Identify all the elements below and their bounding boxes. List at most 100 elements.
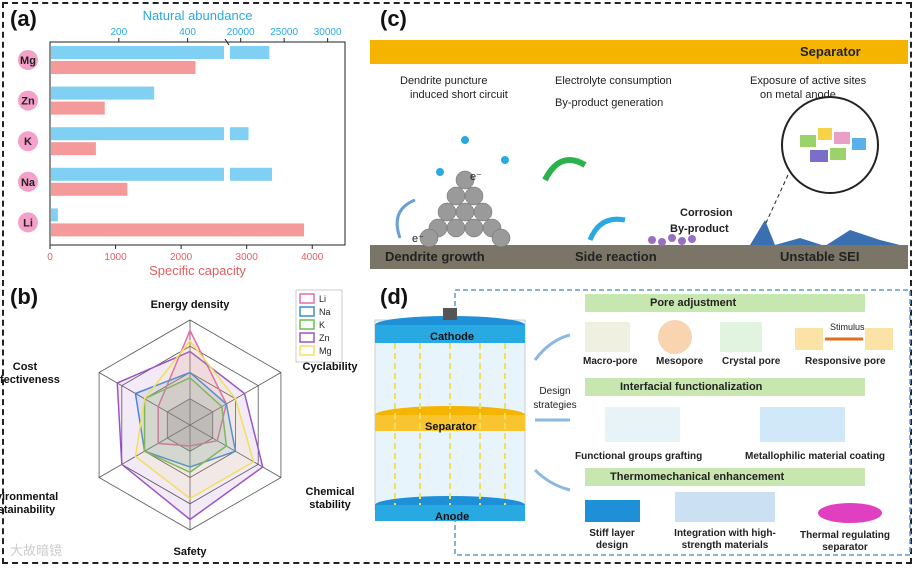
- unstable-sei: [750, 220, 900, 246]
- functional-groups-img: [605, 407, 680, 442]
- header-bars: [585, 294, 865, 486]
- legend-swatch: [299, 306, 315, 317]
- legend-swatch: [299, 332, 315, 343]
- terminal: [443, 308, 457, 320]
- legend-swatch: [299, 345, 315, 356]
- macro-pore-img: [585, 322, 630, 352]
- responsive-pore-img: [795, 328, 823, 350]
- legend-label: Mg: [319, 346, 332, 356]
- top-axis-label: Natural abundance: [143, 8, 253, 23]
- abundance-bar: [51, 86, 155, 100]
- mesopore-img: [658, 320, 692, 354]
- x-tick-label: 4000: [301, 252, 324, 263]
- dendrite-spheres: [419, 170, 511, 248]
- legend-swatch: [299, 293, 315, 304]
- thermo-integration: Integration with high-strength materials: [674, 528, 776, 551]
- pore-meso: Mesopore: [656, 356, 704, 367]
- pore-crystal: Crystal pore: [722, 356, 781, 367]
- abundance-bar: [51, 127, 224, 141]
- byproduct-particles: [648, 234, 696, 246]
- top-tick-label: 400: [179, 27, 196, 38]
- stiff-layer-img: [585, 500, 640, 522]
- watermark: 大故暗镜: [10, 543, 63, 558]
- legend-label: Na: [319, 307, 331, 317]
- bullet-exposure-1: Exposure of active sites: [750, 75, 867, 87]
- separator-bar: [370, 40, 908, 64]
- radar-axis-label: Cost: [13, 361, 38, 373]
- element-badge: [18, 171, 38, 192]
- thermo-thermal: Thermal regulating separator: [799, 530, 890, 553]
- legend-swatch: [299, 319, 315, 330]
- design-arrows: [533, 333, 571, 492]
- legend-label: Zn: [319, 333, 330, 343]
- abundance-bar: [230, 127, 249, 141]
- panel-label-d: (d): [380, 284, 409, 309]
- radar-axis-label: Energy density: [151, 299, 231, 311]
- high-strength-img: [675, 492, 775, 522]
- radar-axis-label: stability: [309, 499, 351, 511]
- abundance-bar: [51, 167, 224, 181]
- legend-label: K: [319, 320, 325, 330]
- radar-series-Mg: [134, 339, 255, 500]
- pore-responsive: Responsive pore: [805, 356, 886, 367]
- separator-label: Separator: [800, 44, 861, 59]
- abundance-bar: [51, 46, 224, 59]
- stimulus-label: Stimulus: [830, 322, 865, 332]
- capacity-bar: [51, 223, 305, 237]
- bullet-electrolyte: Electrolyte consumption: [555, 75, 672, 87]
- blue-arrow-left: [395, 198, 416, 239]
- category-label: Li: [23, 217, 33, 229]
- category-label: Zn: [21, 96, 35, 108]
- byproduct-label: By-product: [670, 223, 729, 235]
- x-tick-label: 3000: [236, 252, 259, 263]
- abundance-bar: [230, 46, 270, 59]
- green-arrow: [542, 157, 587, 182]
- capacity-bar: [51, 142, 96, 156]
- element-badge: [18, 90, 38, 111]
- panel-c-diagram: [370, 40, 908, 269]
- panel-label-c: (c): [380, 6, 407, 31]
- element-badge: [18, 131, 38, 152]
- plot-frame: [49, 41, 346, 246]
- thermo-stiff: Stiff layer design: [589, 528, 635, 551]
- interface-functional: Functional groups grafting: [575, 451, 703, 462]
- radar-axis-label: Chemical: [306, 486, 355, 498]
- sei-zoom-circle: [781, 96, 879, 194]
- capacity-bar: [51, 61, 196, 74]
- axis-break: [224, 38, 230, 46]
- sei-zoom-pieces: [800, 128, 866, 162]
- header-pore: Pore adjustment: [650, 297, 737, 309]
- pore-macro: Macro-pore: [583, 356, 638, 367]
- abundance-bar: [51, 208, 58, 222]
- top-tick-label: 25000: [270, 27, 298, 38]
- dendrite-growth-label: Dendrite growth: [385, 249, 485, 264]
- capacity-bar: [51, 101, 105, 115]
- cathode-label: Cathode: [430, 331, 474, 343]
- anode-label: Anode: [435, 511, 470, 523]
- thermal-separator-img: [818, 503, 882, 523]
- x-tick-label: 0: [47, 252, 53, 263]
- category-label: K: [24, 136, 32, 148]
- abundance-bar: [230, 167, 272, 181]
- corrosion-label: Corrosion: [680, 207, 733, 219]
- legend-label: Li: [319, 294, 326, 304]
- ion-icons: [436, 136, 509, 176]
- ion-paths: [394, 343, 506, 505]
- panel-label-b: (b): [10, 284, 39, 309]
- radar-axis-label: Safety: [173, 546, 207, 558]
- capacity-bar: [51, 182, 128, 196]
- top-tick-label: 20000: [227, 27, 255, 38]
- top-tick-label: 200: [110, 27, 127, 38]
- design-strategies-label: Design strategies: [533, 386, 577, 411]
- radar-chart-b: Energy densityCyclabilityChemicalstabili…: [0, 289, 358, 558]
- panel-label-a: (a): [10, 6, 37, 31]
- bullet-dendrite-1: Dendrite puncture: [400, 75, 488, 87]
- electron-label-2: e⁻: [412, 233, 424, 245]
- element-badge: [18, 50, 38, 70]
- radar-axis-label: sustainability: [0, 504, 56, 516]
- x-tick-label: 1000: [104, 252, 127, 263]
- unstable-sei-label: Unstable SEI: [780, 249, 860, 264]
- interface-metallophilic: Metallophilic material coating: [745, 451, 886, 462]
